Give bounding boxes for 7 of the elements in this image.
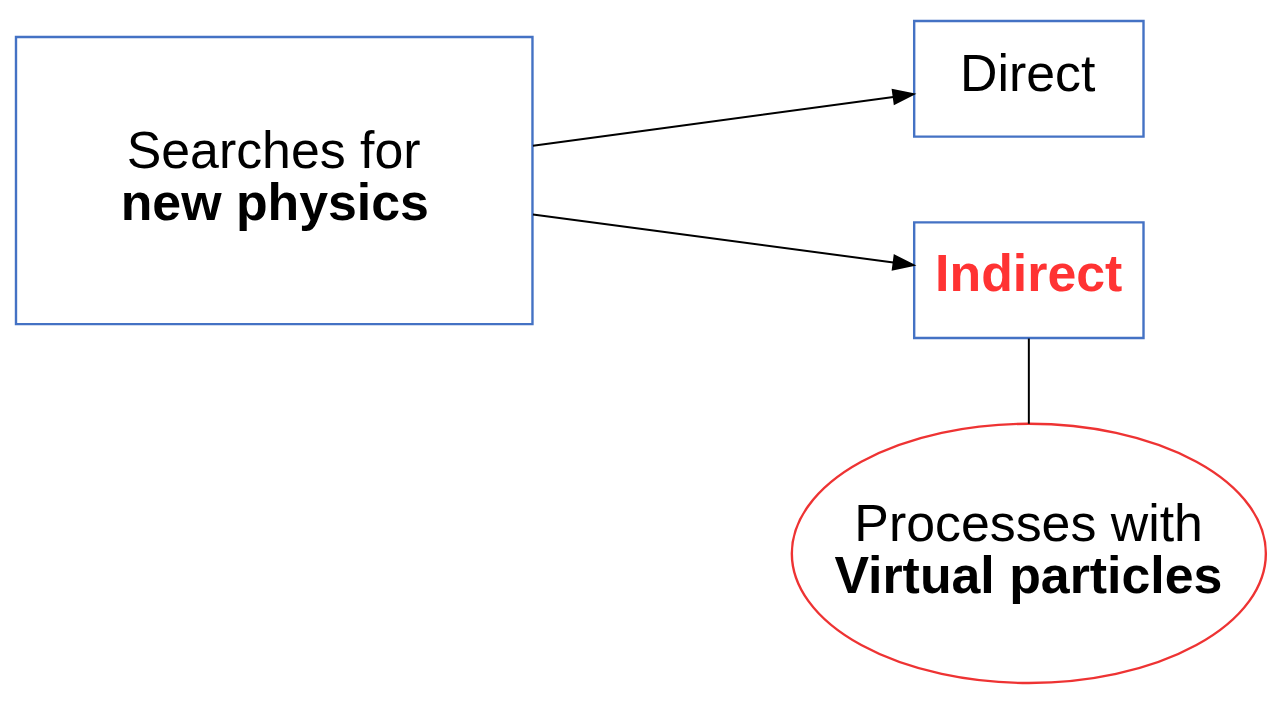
arrow <box>531 213 917 271</box>
connector <box>1027 337 1030 425</box>
arrow <box>531 88 917 147</box>
node-box: Indirect <box>913 221 1145 340</box>
node-ellipse: Processes with Virtual particles <box>790 422 1268 685</box>
node-box: Direct <box>913 19 1145 138</box>
node-box: Searches for new physics <box>14 35 534 326</box>
